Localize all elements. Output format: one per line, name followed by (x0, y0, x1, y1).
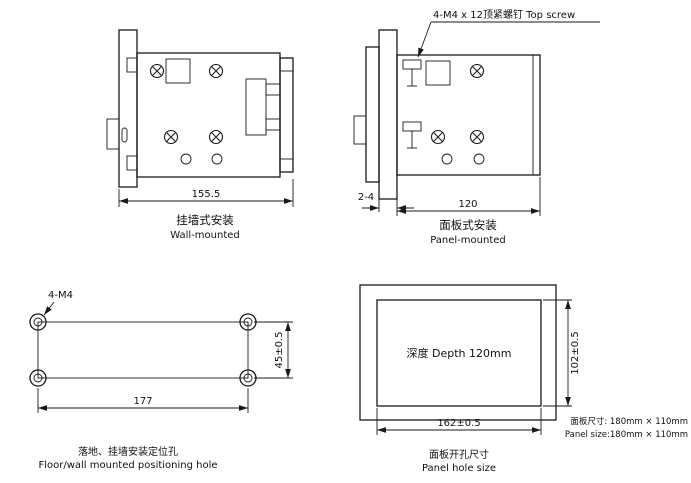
component-square (425, 60, 451, 86)
top-clamp-screw (402, 59, 422, 87)
positioning-holes-caption-en: Floor/wall mounted positioning hole (38, 460, 217, 471)
screw-hole-symbol (208, 63, 224, 79)
mounting-tab-bottom (126, 155, 138, 171)
panel-size-label-zh: 面板尺寸: 180mm × 110mm (570, 416, 688, 427)
wall-mounted-view: 155.5 挂墙式安装 Wall-mounted (106, 29, 294, 241)
dimension-120 (396, 177, 541, 216)
bezel-bar (365, 46, 380, 183)
panel-cutout-rect (376, 299, 542, 407)
top-screw-callout: 4-M4 x 12顶紧螺钉 Top screw (433, 9, 575, 21)
connector-tab-top (265, 83, 281, 96)
mounting-hole (441, 153, 453, 165)
screw-hole-symbol (469, 129, 485, 145)
wall-clip (106, 118, 120, 150)
panel-surface-hatched (359, 284, 557, 421)
panel-mounted-caption-en: Panel-mounted (430, 235, 506, 246)
screw-hole-symbol (149, 63, 165, 79)
wall-slot (121, 127, 128, 143)
device-body-outline (396, 54, 541, 176)
dim-177-label: 177 (133, 396, 152, 407)
mounting-tab-top (126, 57, 138, 73)
screw-hole-symbol (208, 129, 224, 145)
mounting-hole (180, 153, 192, 165)
dimension-177 (37, 388, 249, 413)
panel-hole-caption-zh: 面板开孔尺寸 (429, 448, 489, 461)
panel-section-hatched (378, 29, 398, 200)
dimension-155-5 (118, 179, 294, 207)
dim-120-label: 120 (458, 199, 477, 210)
dimension-162 (376, 408, 542, 435)
front-panel-hatch-top (279, 57, 294, 72)
panel-mounted-view: 4-M4 x 12顶紧螺钉 Top screw 2- (353, 9, 600, 246)
screw-hole-symbol (430, 129, 446, 145)
mounting-hole (211, 153, 223, 165)
hole-pattern-rect (37, 321, 249, 379)
positioning-hole (29, 369, 47, 387)
dim-102-label: 102±0.5 (570, 331, 581, 374)
positioning-holes-view: 4-M4 45±0.5 177 落地、挂墙安装定位孔 Floor/wall mo… (29, 290, 293, 471)
mounting-hole (473, 153, 485, 165)
positioning-holes-caption-zh: 落地、挂墙安装定位孔 (78, 445, 178, 458)
wall-mounted-caption-zh: 挂墙式安装 (176, 213, 234, 227)
dimension-102 (543, 299, 572, 407)
bezel-clip (353, 115, 367, 145)
screw-hole-symbol (469, 63, 485, 79)
dim-45-label: 45±0.5 (274, 331, 285, 368)
panel-hole-view: 深度 Depth 120mm 162±0.5 102±0.5 面板尺寸: 180… (359, 284, 688, 474)
front-panel-hatch-bottom (279, 158, 294, 173)
callout-leader-arrow (417, 21, 432, 58)
wall-section-hatched (118, 29, 138, 188)
hole-label-leader-arrow (43, 301, 55, 316)
dimension-45 (254, 321, 293, 379)
dim-162-label: 162±0.5 (437, 418, 480, 429)
hole-size-label: 4-M4 (48, 290, 73, 301)
dim-155-5-label: 155.5 (192, 189, 221, 200)
positioning-hole (29, 313, 47, 331)
dim-2-4-label: 2-4 (358, 192, 374, 203)
connector-tab-bottom (265, 118, 281, 131)
depth-label: 深度 Depth 120mm (407, 346, 512, 360)
front-panel-bar (279, 57, 294, 173)
screw-hole-symbol (163, 129, 179, 145)
wall-mounted-caption-en: Wall-mounted (170, 230, 240, 241)
terminal-block (245, 78, 267, 136)
panel-hole-caption-en: Panel hole size (422, 463, 496, 474)
panel-mounted-caption-zh: 面板式安装 (439, 218, 497, 232)
component-square (165, 58, 191, 84)
bottom-clamp-screw (402, 121, 422, 149)
panel-size-label-en: Panel size:180mm × 110mm (565, 430, 688, 440)
